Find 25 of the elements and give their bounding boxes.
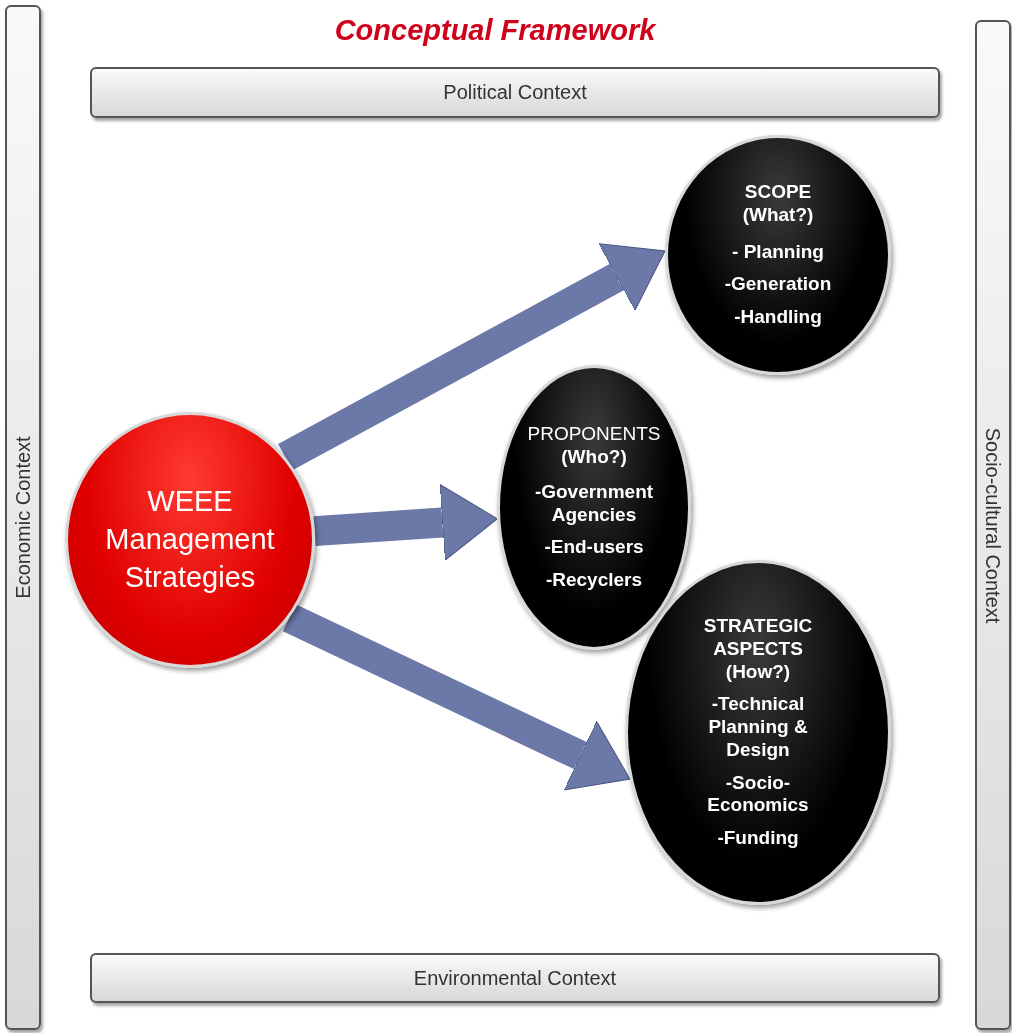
diagram-title: Conceptual Framework — [333, 14, 657, 47]
node-label: -Funding — [717, 827, 799, 851]
heading-label: (What?) — [742, 203, 814, 227]
node-label: -Recyclers — [545, 569, 643, 592]
context-bar — [90, 67, 940, 118]
heading-label: SCOPE — [744, 181, 812, 204]
node-label: -Socio-Economics — [706, 771, 810, 818]
node-label: -End-users — [544, 536, 644, 560]
heading-label: (How?) — [725, 660, 791, 684]
context-label: Economic Context — [11, 436, 35, 599]
heading-label: (Who?) — [561, 445, 627, 469]
context-bar — [90, 953, 940, 1003]
node-label: - Planning — [732, 240, 824, 264]
node-label: -Technical Planning & Design — [707, 693, 809, 762]
node-label: WEEE Management Strategies — [104, 484, 276, 595]
node-label: -Generation — [724, 273, 832, 297]
context-label: Political Context — [443, 81, 587, 104]
heading-label: STRATEGIC ASPECTS — [702, 614, 814, 661]
node-label: -Government Agencies — [533, 480, 655, 527]
context-label: Socio-cultural Context — [981, 427, 1005, 623]
context-bar — [975, 20, 1011, 1030]
context-label: Environmental Context — [413, 966, 617, 990]
heading-label: PROPONENTS — [527, 423, 661, 446]
context-bar — [5, 5, 41, 1030]
node-label: -Handling — [734, 306, 822, 329]
